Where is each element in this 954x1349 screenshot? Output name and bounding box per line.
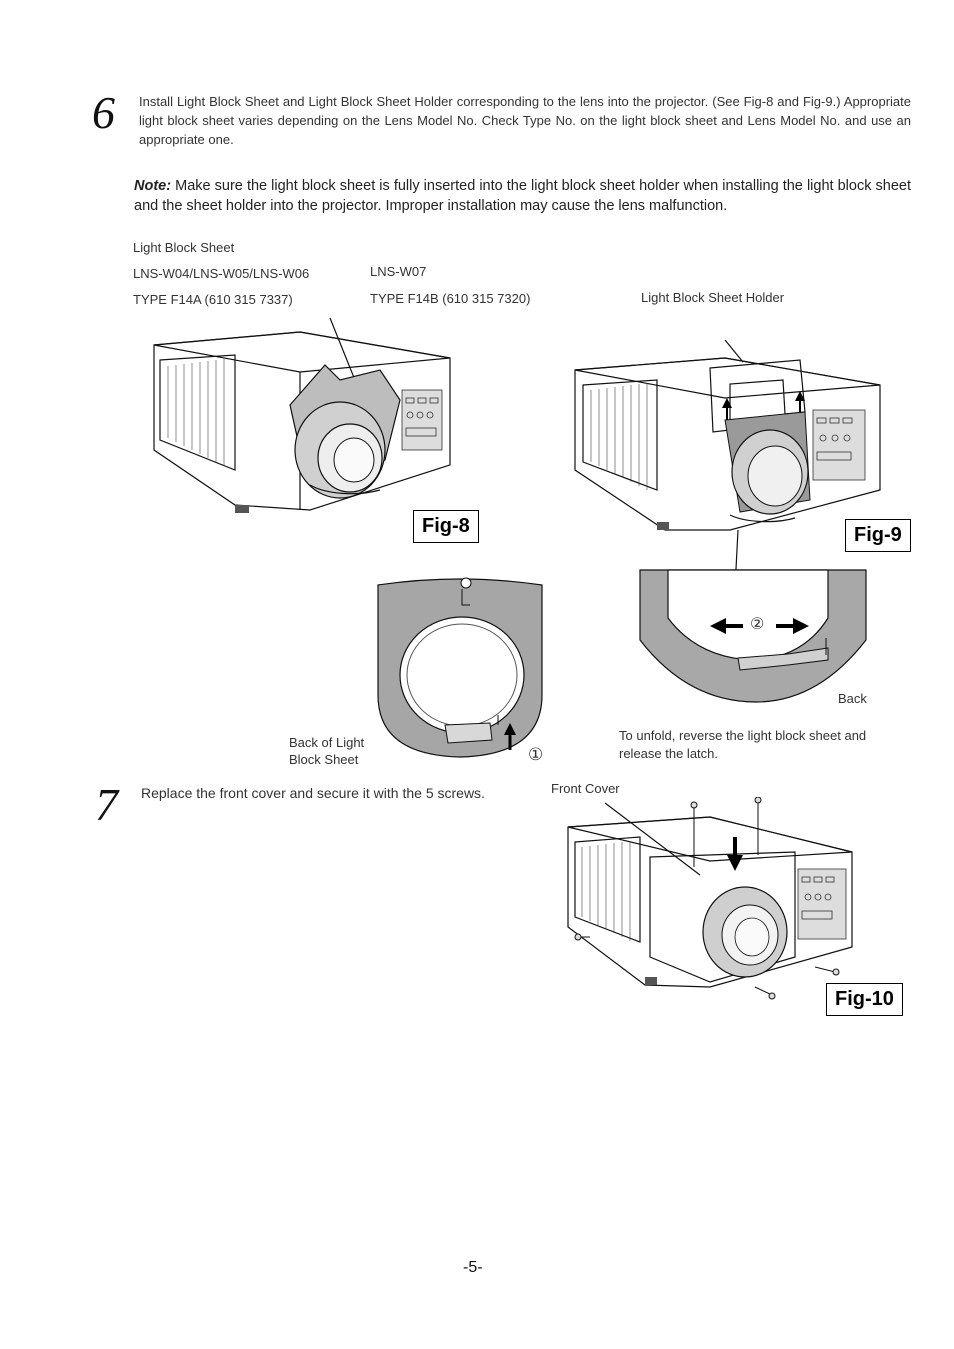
marker-2: ② xyxy=(750,616,765,633)
note-text: Make sure the light block sheet is fully… xyxy=(134,178,911,214)
step-7-number: 7 xyxy=(95,779,118,830)
fig-9-label: Fig-9 xyxy=(845,519,911,552)
note-label: Note: xyxy=(134,178,172,194)
light-block-sheet-label: Light Block Sheet xyxy=(133,240,235,255)
type-b-label: TYPE F14B (610 315 7320) xyxy=(370,291,531,306)
back-label: Back xyxy=(838,691,867,706)
step-6-instruction: Install Light Block Sheet and Light Bloc… xyxy=(139,94,911,147)
note-paragraph: Note: Make sure the light block sheet is… xyxy=(134,177,911,216)
fig-8-projector-illustration xyxy=(153,317,451,513)
fig-10-label: Fig-10 xyxy=(826,983,903,1016)
marker-1: ① xyxy=(528,745,544,764)
back-of-sheet-label: Back of Light Block Sheet xyxy=(289,735,365,767)
models-b-label: LNS-W07 xyxy=(370,264,427,279)
models-a-label: LNS-W04/LNS-W05/LNS-W06 xyxy=(133,266,310,281)
unfold-note: To unfold, reverse the light block sheet… xyxy=(619,728,867,761)
fig-8-label: Fig-8 xyxy=(413,510,479,543)
fig-10-projector-illustration xyxy=(567,797,853,1000)
sheet-holder-closeup-illustration xyxy=(639,530,867,703)
step-6-number: 6 xyxy=(92,87,115,138)
type-a-label: TYPE F14A (610 315 7337) xyxy=(133,292,293,307)
sheet-holder-label: Light Block Sheet Holder xyxy=(641,290,785,305)
front-cover-label: Front Cover xyxy=(551,781,620,796)
page-number: -5- xyxy=(463,1259,483,1276)
fig-9-projector-illustration xyxy=(574,340,881,531)
light-block-sheet-back-illustration xyxy=(377,577,543,758)
step-7-instruction: Replace the front cover and secure it wi… xyxy=(141,785,485,801)
